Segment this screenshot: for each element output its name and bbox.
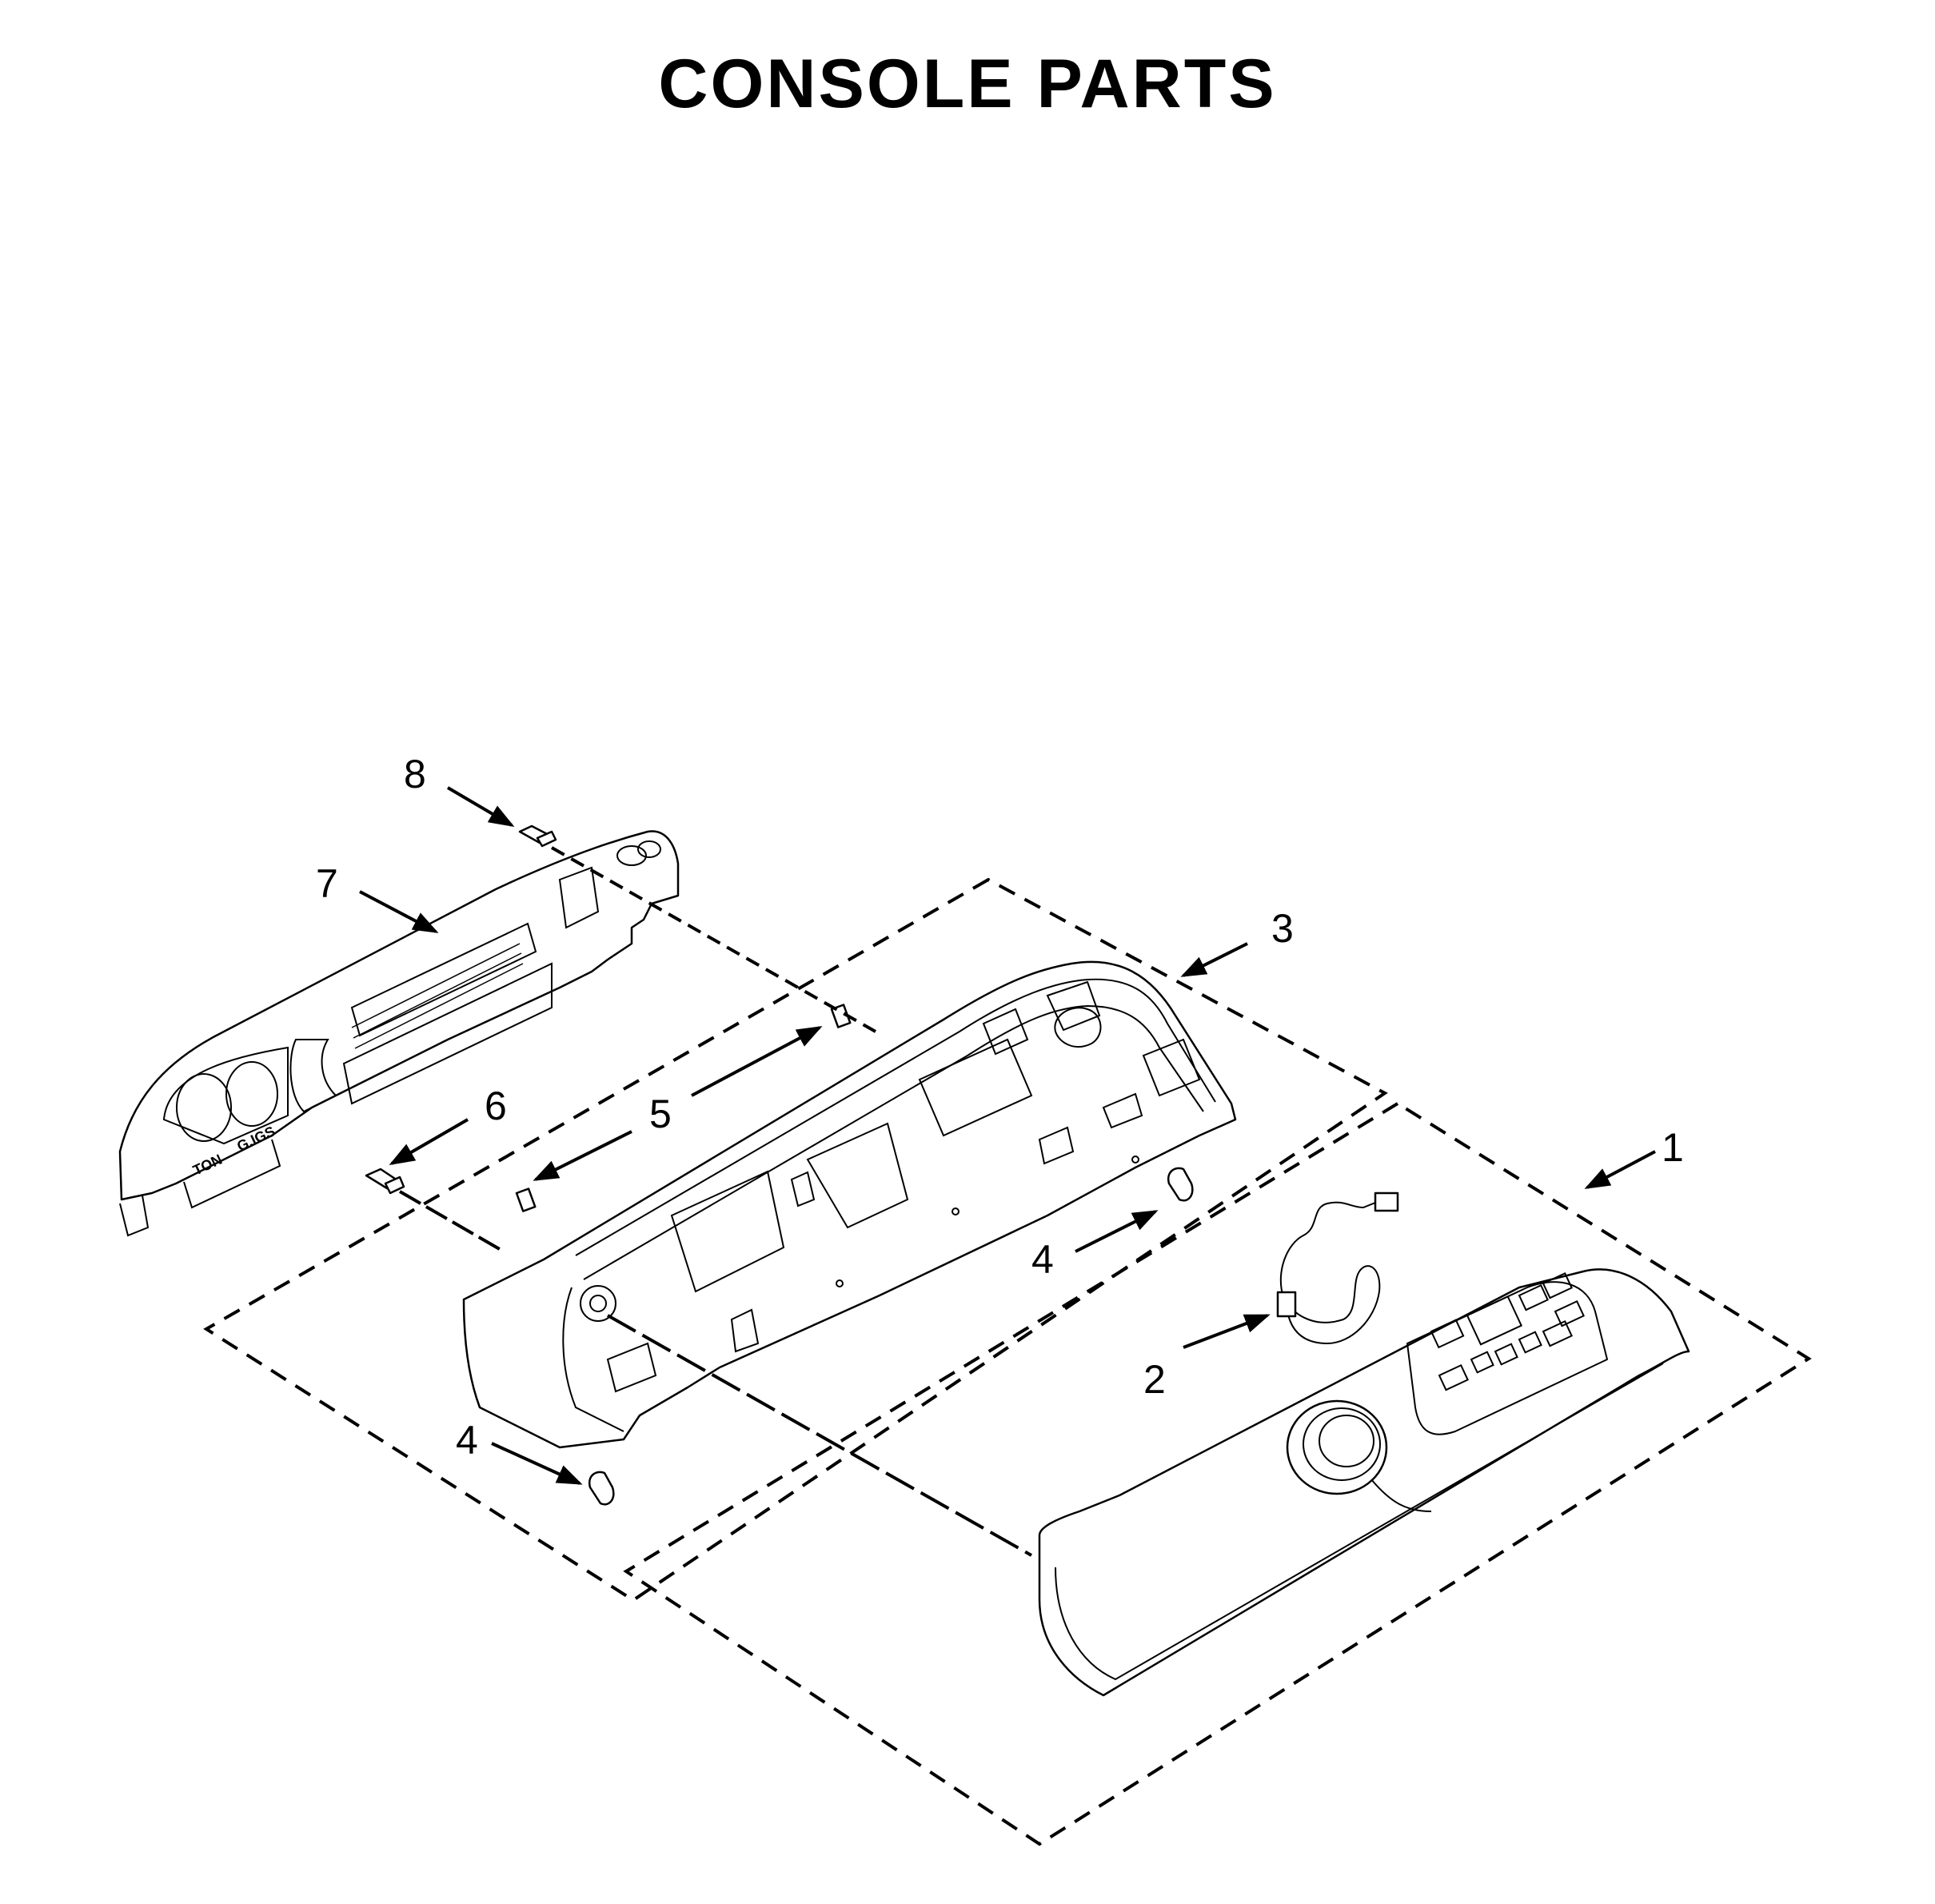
front-console-panel: [1038, 1268, 1690, 1697]
callout-4-lower: 4: [456, 1418, 478, 1463]
alignment-line-8: [551, 846, 876, 1033]
bracket-4-upper: [1167, 1167, 1194, 1202]
callout-6: 6: [485, 1084, 507, 1128]
screw-8: [518, 824, 557, 848]
leader-5-upper: [691, 1026, 823, 1097]
leader-4-upper: [1075, 1210, 1159, 1253]
alignment-line-1: [607, 1314, 1032, 1557]
leader-7: [359, 890, 439, 933]
callout-1: 1: [1662, 1125, 1684, 1170]
callout-5: 5: [649, 1092, 672, 1136]
callout-7: 7: [316, 861, 338, 906]
screw-6: [365, 1168, 405, 1195]
assembly-outline-1: [623, 1101, 1812, 1846]
leader-2: [1183, 1314, 1271, 1349]
callout-3: 3: [1271, 906, 1294, 951]
leader-8: [446, 786, 515, 828]
leader-1: [1584, 1150, 1656, 1189]
leader-3: [1180, 942, 1248, 977]
alignment-line-6: [399, 1190, 505, 1253]
callout-8: 8: [404, 752, 426, 796]
wire-harness: [1276, 1191, 1399, 1345]
callout-2: 2: [1143, 1357, 1166, 1402]
leader-6: [389, 1118, 469, 1166]
rear-panel: TON G.IGS: [118, 830, 680, 1237]
leader-4-lower: [491, 1442, 583, 1485]
console-housing: [462, 960, 1237, 1449]
leader-5-lower: [533, 1130, 632, 1181]
bracket-4-lower: [588, 1471, 615, 1506]
callout-4-upper: 4: [1031, 1237, 1054, 1282]
page-title: CONSOLE PARTS: [658, 46, 1277, 122]
clip-5-lower: [515, 1188, 537, 1212]
